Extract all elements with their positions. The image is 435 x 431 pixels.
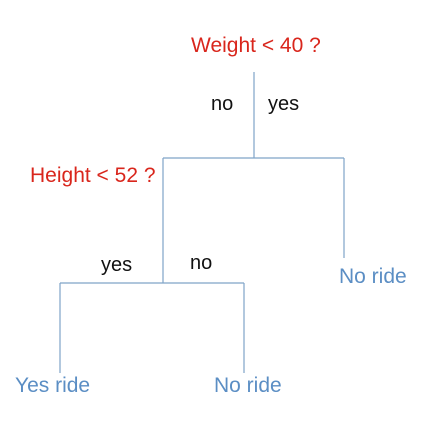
height-branch-no: no — [190, 252, 213, 274]
root-branch-yes: yes — [268, 93, 300, 115]
root-question: Weight < 40 ? — [191, 34, 321, 57]
height-question: Height < 52 ? — [30, 164, 156, 187]
leaf-no-ride-right: No ride — [339, 265, 407, 288]
root-branch-no: no — [211, 93, 234, 115]
leaf-no-ride-middle: No ride — [214, 374, 282, 397]
leaf-yes-ride: Yes ride — [15, 374, 91, 397]
height-branch-yes: yes — [101, 254, 133, 276]
